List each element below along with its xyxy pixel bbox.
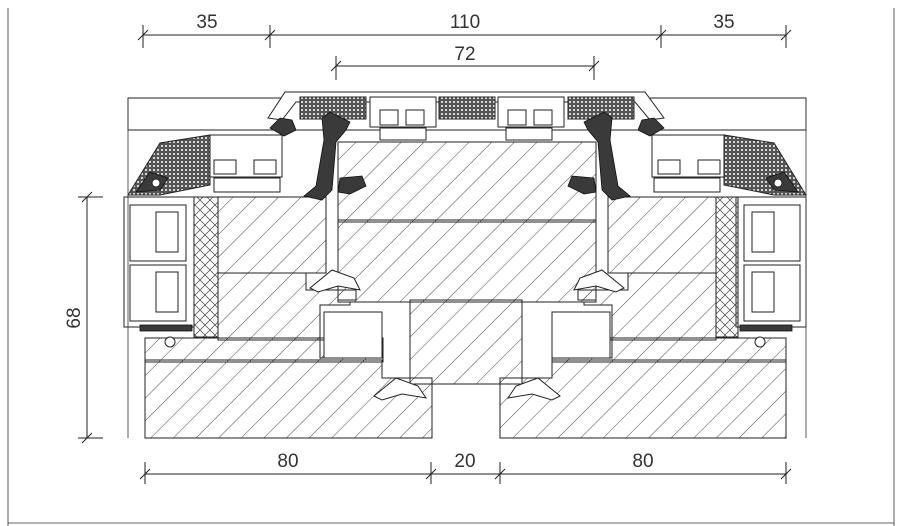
dimension-top-left: 35 [196, 12, 217, 33]
center-mullion-middle [337, 219, 597, 303]
center-mullion-bottom [409, 299, 523, 385]
right-lip-seal-lower [506, 377, 561, 401]
top-dimension-lines [137, 25, 792, 80]
right-inner-gasket [567, 175, 597, 195]
right-rebate-void [551, 311, 611, 359]
right-glass-bottom-gasket [739, 324, 793, 332]
dimension-bottom-center: 20 [454, 451, 475, 472]
left-center-gasket [303, 111, 351, 201]
right-glazing [715, 196, 807, 338]
right-lip-seal-upper [573, 269, 625, 293]
dimension-bottom-right: 80 [632, 451, 653, 472]
right-center-gasket [583, 111, 631, 201]
wood-frame-sections [144, 141, 787, 439]
dimension-bottom-left: 80 [277, 451, 298, 472]
dimension-left-vertical: 68 [64, 307, 85, 328]
center-mullion-top [337, 141, 597, 223]
left-dimension-line [78, 191, 103, 444]
left-glazing [123, 196, 219, 338]
left-sash-bottom [144, 359, 433, 439]
right-sash-bottom [499, 359, 787, 439]
left-rebate-void [323, 311, 383, 359]
left-cap-clip [269, 117, 297, 137]
left-inner-gasket [337, 175, 367, 195]
right-screw [754, 336, 766, 348]
right-cap-clip [637, 117, 665, 137]
right-sash-top [607, 196, 717, 274]
left-lip-seal-upper [309, 269, 361, 293]
left-glass-bottom-gasket [139, 324, 193, 332]
dimension-top-right: 35 [713, 12, 734, 33]
dimension-top-inner: 72 [454, 44, 475, 65]
dimension-top-center: 110 [450, 12, 480, 33]
bottom-dimension-lines [139, 462, 792, 484]
left-sash-top [217, 196, 327, 274]
left-screw [164, 336, 176, 348]
insulation-block-2 [438, 96, 496, 120]
left-lip-seal-lower [373, 377, 428, 401]
